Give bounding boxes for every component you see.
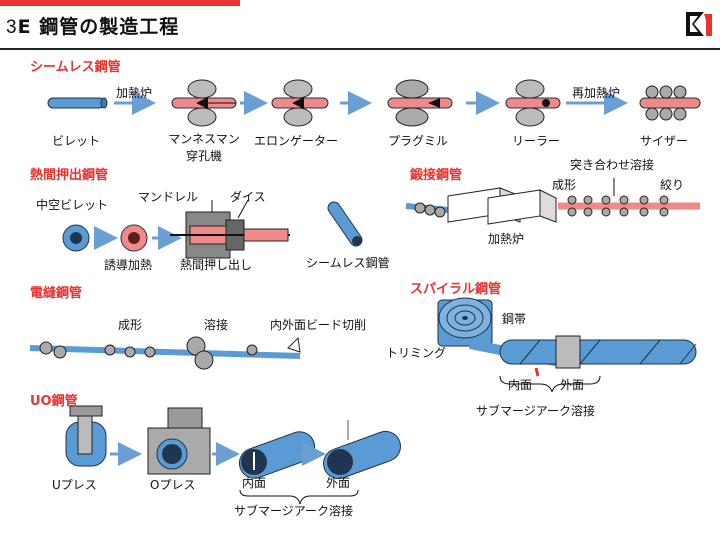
label-butt-weld: 突き合わせ溶接 (570, 158, 655, 172)
label-uo-inner: 内面 (242, 476, 267, 490)
forge-weld-diagram (405, 178, 700, 225)
label-heating-furnace: 加熱炉 (116, 86, 153, 100)
heading-erw: 電縫鋼管 (30, 286, 83, 301)
label-mannesmann-line1: マンネスマン (168, 132, 240, 146)
label-mannesmann-line2: 穿孔機 (185, 149, 222, 163)
erw-weld-rolls (186, 336, 214, 370)
label-uo-outer: 外面 (326, 476, 351, 490)
label-hollow-billet: 中空ビレット (36, 198, 109, 212)
uo-outer-weld-pipe (323, 420, 401, 480)
label-billet: ビレット (52, 134, 101, 148)
top-accent-bar (0, 0, 240, 6)
label-reeler: リーラー (512, 134, 561, 148)
heading-seamless: シームレス鋼管 (30, 60, 121, 75)
heading-spiral: スパイラル鋼管 (410, 282, 502, 297)
label-sizer: サイザー (640, 134, 689, 148)
title-letter: E (17, 16, 32, 38)
label-plug-mill: プラグミル (388, 134, 449, 148)
uo-inner-weld-pipe (238, 431, 316, 479)
label-u-press: Uプレス (52, 478, 97, 492)
u-press-icon (65, 405, 107, 467)
label-induction-heating: 誘導加熱 (104, 258, 153, 272)
label-spiral-inner: 内面 (508, 378, 533, 392)
label-spiral-saw: サブマージアーク溶接 (476, 404, 596, 418)
spiral-pipe-icon (499, 339, 697, 365)
company-logo (686, 12, 712, 36)
erw-bead-cutter (246, 336, 301, 356)
heading-hot-extrusion: 熱間押出鋼管 (30, 168, 109, 183)
label-reheating-furnace: 再加熱炉 (572, 86, 621, 100)
title-text: 鋼管の製造工程 (39, 16, 180, 38)
furnace-icon (447, 187, 557, 225)
elongator-icon (271, 79, 329, 127)
seamless-pipe-icon (327, 201, 363, 247)
erw-forming-rolls (39, 341, 156, 359)
label-forming: 成形 (552, 178, 577, 192)
welding-head-icon (555, 335, 581, 369)
label-erw-welding: 溶接 (204, 318, 229, 332)
uo-diagram (65, 405, 401, 505)
label-spiral-outer: 外面 (560, 378, 585, 392)
label-mandrel: マンドレル (138, 190, 199, 204)
heading-uo: UO鋼管 (30, 394, 78, 409)
spiral-diagram (437, 297, 697, 393)
spiral-bracket (499, 375, 601, 393)
reeler-icon (505, 79, 561, 127)
label-o-press: Oプレス (150, 478, 196, 492)
coil-rolls (414, 202, 446, 218)
hollow-billet-icon (62, 224, 90, 252)
label-hot-extrusion: 熱間押し出し (180, 258, 253, 272)
label-strip: 鋼帯 (502, 312, 527, 326)
seamless-diagram (47, 79, 701, 127)
forming-rolls (567, 195, 669, 217)
header-divider (0, 48, 720, 50)
hot-extrusion-diagram (62, 199, 363, 259)
extrusion-press-icon (170, 199, 290, 259)
uo-bracket (239, 489, 359, 505)
erw-diagram (29, 336, 301, 370)
plug-mill-icon (387, 79, 453, 127)
label-erw-forming: 成形 (118, 318, 143, 332)
strip-coil-icon (437, 297, 493, 347)
label-bead-cut: 内外面ビード切削 (270, 318, 367, 332)
sizer-icon (639, 85, 701, 121)
label-seamless-pipe: シームレス鋼管 (306, 256, 390, 270)
label-elongator: エロンゲーター (254, 134, 339, 148)
label-squeeze: 絞り (660, 178, 685, 192)
page-title: 3E 鋼管の製造工程 (6, 12, 179, 39)
title-number: 3 (6, 17, 18, 38)
billet-icon (47, 97, 108, 109)
heated-billet-icon (120, 224, 148, 252)
label-die: ダイス (230, 190, 266, 204)
label-uo-saw: サブマージアーク溶接 (234, 504, 354, 518)
label-trimming: トリミング (386, 346, 447, 360)
o-press-icon (147, 407, 211, 475)
label-mannesmann: マンネスマン 穿孔機 (160, 130, 248, 164)
heading-forge-weld: 鍛接鋼管 (410, 168, 463, 183)
mannesmann-piercer-icon (171, 79, 237, 127)
label-forge-furnace: 加熱炉 (488, 232, 525, 246)
